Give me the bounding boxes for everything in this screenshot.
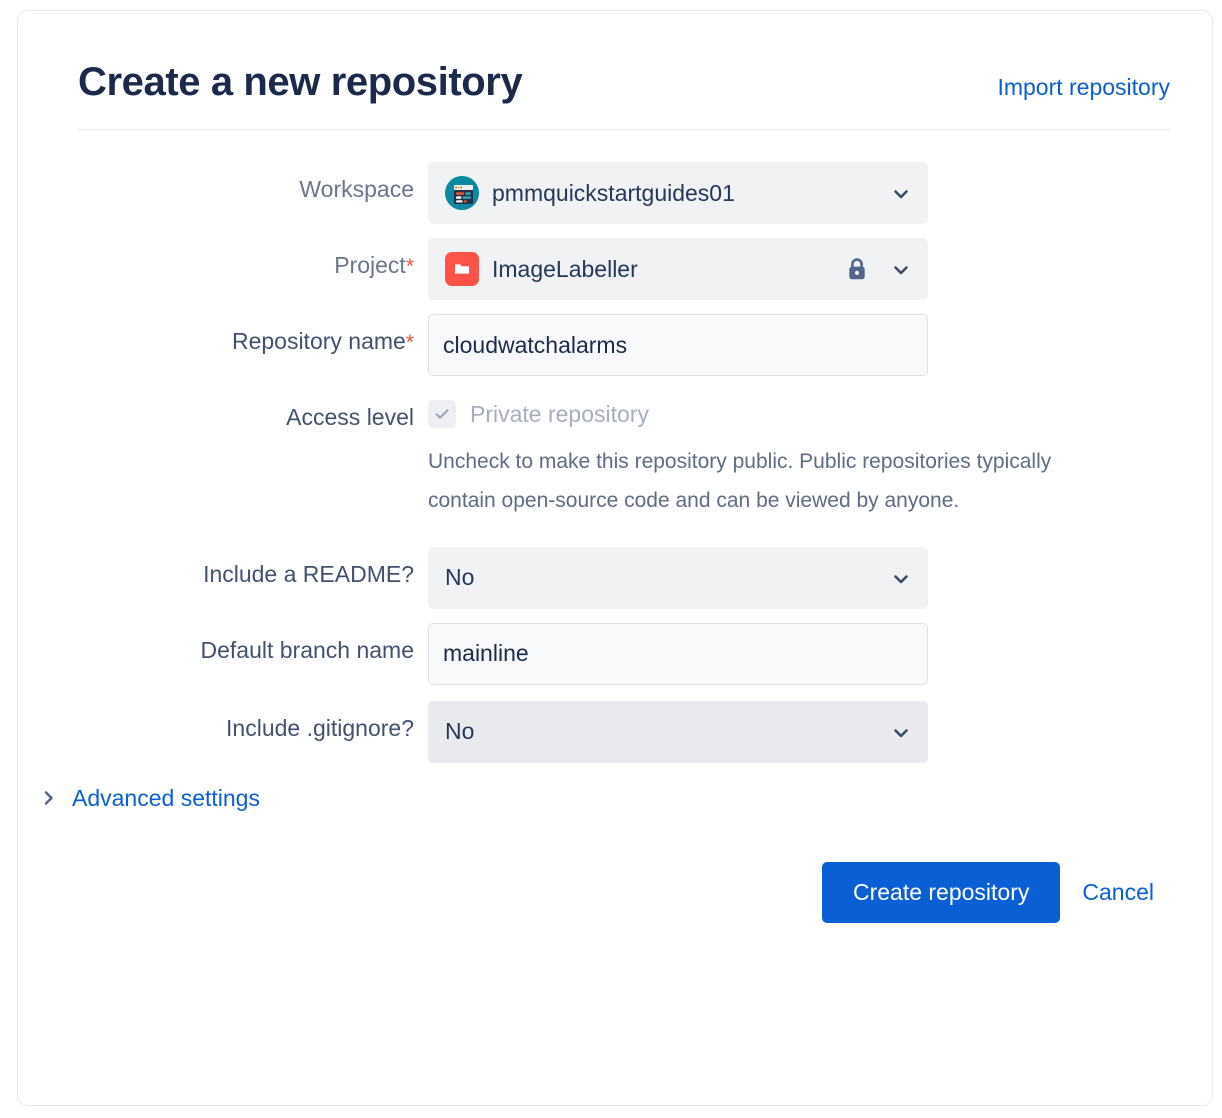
private-repository-checkbox-row[interactable]: Private repository <box>428 390 1170 428</box>
lock-icon <box>845 256 869 282</box>
repository-name-label-cell: Repository name* <box>78 314 428 357</box>
chevron-down-icon <box>891 568 911 588</box>
include-gitignore-label: Include .gitignore? <box>226 714 414 741</box>
include-readme-selected-value: No <box>445 564 475 591</box>
project-label-cell: Project* <box>78 238 428 281</box>
project-folder-icon <box>445 252 479 286</box>
include-gitignore-selected-value: No <box>445 718 475 745</box>
workspace-selected-value: pmmquickstartguides01 <box>492 179 735 206</box>
access-level-label: Access level <box>286 404 414 430</box>
chevron-down-icon <box>891 722 911 742</box>
include-gitignore-select[interactable]: No <box>428 700 928 763</box>
form-row-default-branch-name: Default branch name <box>78 622 1170 685</box>
access-level-label-cell: Access level <box>78 390 428 432</box>
form-row-include-gitignore: Include .gitignore? No <box>78 700 1170 763</box>
project-label: Project <box>334 252 406 278</box>
repository-name-required-marker: * <box>405 331 414 354</box>
access-level-help-text: Uncheck to make this repository public. … <box>428 450 1052 513</box>
form-row-project: Project* ImageLabeller <box>78 238 1170 300</box>
card-header: Create a new repository Import repositor… <box>78 61 1170 130</box>
include-gitignore-label-cell: Include .gitignore? <box>78 701 428 743</box>
create-repository-card: Create a new repository Import repositor… <box>17 10 1213 1106</box>
repository-name-label: Repository name <box>231 328 406 354</box>
form-row-access-level: Access level Private repository Uncheck … <box>78 390 1170 521</box>
repository-name-input[interactable] <box>428 314 928 376</box>
workspace-label: Workspace <box>299 176 414 202</box>
workspace-select[interactable]: pmmquickstartguides01 <box>428 162 928 224</box>
workspace-avatar-icon <box>445 176 479 210</box>
project-required-marker: * <box>405 255 414 278</box>
chevron-down-icon <box>891 259 911 279</box>
workspace-field-cell: pmmquickstartguides01 <box>428 162 1170 224</box>
create-repository-form: Workspace <box>44 162 1170 923</box>
repository-name-field-cell <box>428 314 1170 376</box>
private-repository-checkbox[interactable] <box>428 400 456 428</box>
workspace-label-cell: Workspace <box>78 162 428 204</box>
form-row-include-readme: Include a README? No <box>78 546 1170 609</box>
include-readme-select[interactable]: No <box>428 546 928 609</box>
default-branch-name-field-cell <box>428 622 1170 685</box>
form-row-repository-name: Repository name* <box>78 314 1170 376</box>
chevron-right-icon <box>40 789 58 807</box>
import-repository-link[interactable]: Import repository <box>997 74 1170 100</box>
project-select[interactable]: ImageLabeller <box>428 238 928 300</box>
default-branch-name-label-cell: Default branch name <box>78 623 428 665</box>
advanced-settings-label: Advanced settings <box>72 784 260 811</box>
project-field-cell: ImageLabeller <box>428 238 1170 300</box>
default-branch-name-label: Default branch name <box>200 636 414 663</box>
private-repository-label: Private repository <box>470 400 649 427</box>
include-readme-label: Include a README? <box>203 560 414 587</box>
default-branch-name-input[interactable] <box>428 622 928 685</box>
include-readme-label-cell: Include a README? <box>78 547 428 589</box>
advanced-settings-toggle[interactable]: Advanced settings <box>40 785 260 812</box>
include-gitignore-field-cell: No <box>428 700 1170 763</box>
form-actions: Create repository Cancel <box>78 861 1170 923</box>
chevron-down-icon <box>891 183 911 203</box>
project-selected-value: ImageLabeller <box>492 255 638 282</box>
include-readme-field-cell: No <box>428 546 1170 609</box>
page-title: Create a new repository <box>78 60 523 104</box>
access-level-field-cell: Private repository Uncheck to make this … <box>428 390 1170 521</box>
create-repository-button[interactable]: Create repository <box>821 861 1061 923</box>
cancel-button[interactable]: Cancel <box>1072 862 1164 923</box>
form-row-workspace: Workspace <box>78 162 1170 224</box>
